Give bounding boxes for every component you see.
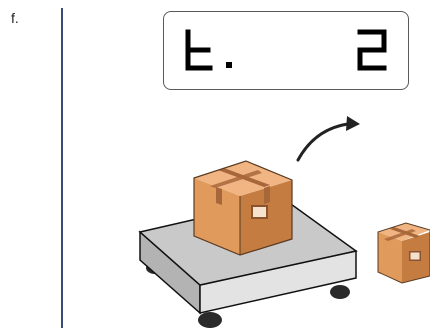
display-left-glyph [185, 29, 213, 71]
step-label: f. [11, 10, 19, 26]
display-right-glyph [357, 29, 387, 71]
seven-segment-readout: t. 2 [185, 29, 387, 71]
vertical-divider [61, 8, 63, 328]
cardboard-box-removed [377, 222, 430, 284]
curved-arrow-icon [296, 116, 360, 162]
cardboard-box-on-scale [193, 160, 293, 256]
display-dot [226, 62, 232, 68]
scale-display: t. 2 [163, 11, 409, 90]
